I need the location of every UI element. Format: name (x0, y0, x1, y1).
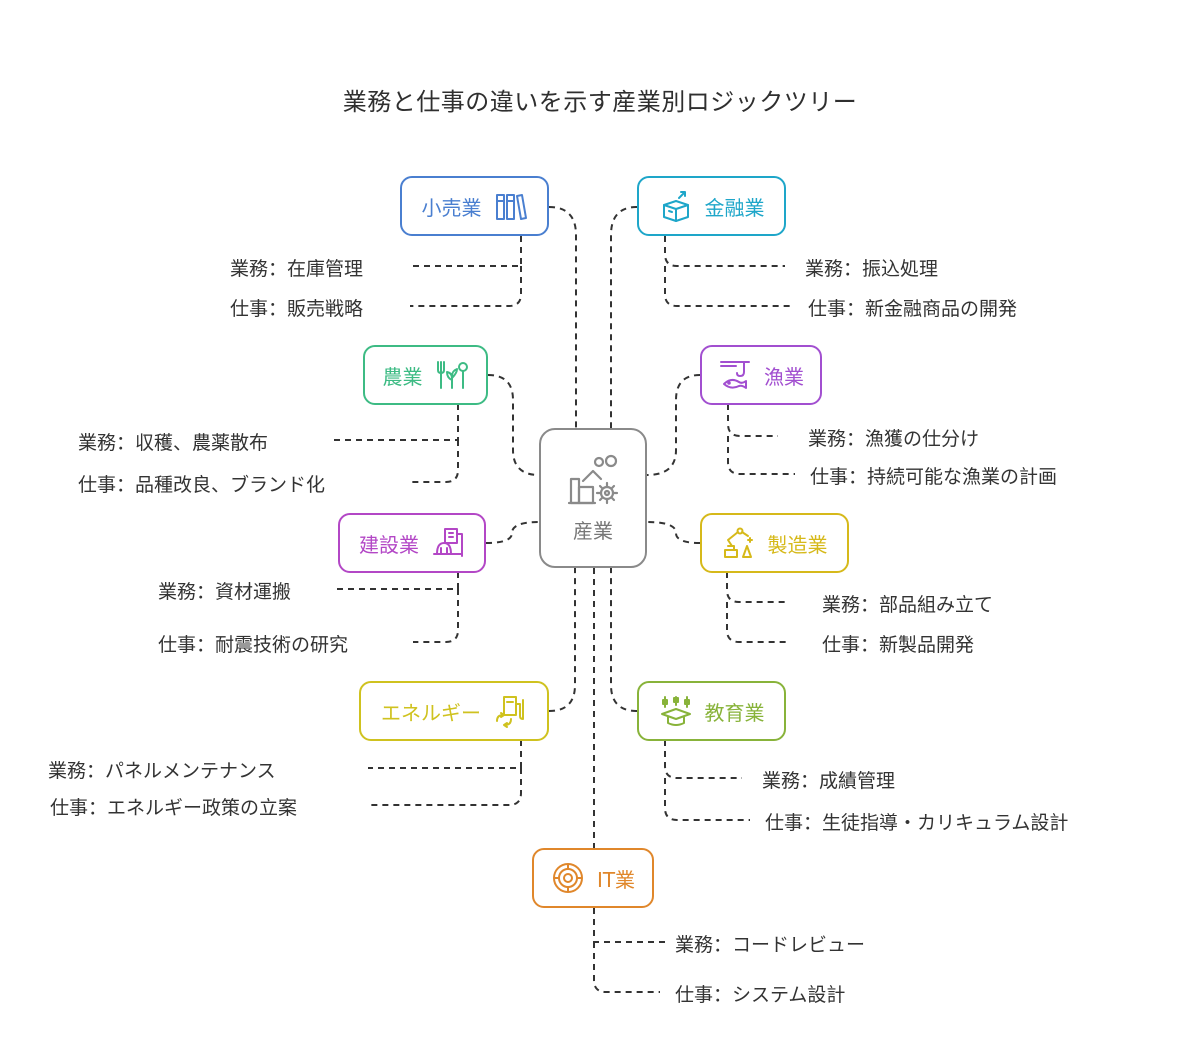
connector-energy-item-1 (368, 740, 522, 769)
finance-item-2: 仕事：新金融商品の開発 (808, 298, 1018, 320)
node-it[interactable]: IT業 (532, 848, 654, 908)
connector-agriculture-item-2 (408, 440, 459, 483)
manufacturing-item-1: 業務：部品組み立て (822, 594, 994, 616)
connector-manufacturing-item-2 (726, 602, 787, 643)
connector-energy-item-2 (370, 768, 522, 806)
connector-manufacturing (646, 521, 701, 544)
node-retail-label: 小売業 (421, 195, 482, 220)
agriculture-item-2: 仕事：品種改良、ブランド化 (78, 474, 326, 496)
connector-fishery-item-1 (727, 404, 778, 437)
node-education-label: 教育業 (704, 700, 765, 725)
connector-finance-item-1 (664, 236, 785, 267)
retail-item-1: 業務：在庫管理 (230, 258, 364, 280)
connector-finance (610, 206, 638, 428)
money-box-icon (659, 189, 693, 223)
connector-education (610, 568, 638, 712)
education-item-2: 仕事：生徒指導・カリキュラム設計 (765, 812, 1069, 834)
node-fishery-label: 漁業 (764, 364, 804, 389)
fish-hook-icon (718, 358, 752, 392)
node-retail[interactable]: 小売業 (400, 176, 549, 236)
node-agriculture-label: 農業 (382, 364, 423, 389)
connector-energy (548, 568, 576, 712)
connector-agriculture-item-1 (330, 404, 459, 441)
construction-item-1: 業務：資材運搬 (158, 581, 292, 603)
node-finance-label: 金融業 (704, 195, 765, 220)
node-construction[interactable]: 建設業 (338, 513, 486, 573)
fishery-item-1: 業務：漁獲の仕分け (808, 428, 980, 450)
node-education[interactable]: 教育業 (637, 681, 786, 741)
connector-construction-item-1 (333, 572, 459, 590)
target-icon (551, 861, 585, 895)
center-label: 産業 (573, 518, 613, 543)
graduation-icon (659, 694, 693, 728)
connector-fishery-item-2 (727, 436, 795, 475)
connector-agriculture (487, 374, 540, 476)
connector-education-item-2 (664, 778, 750, 821)
it-item-2: 仕事：システム設計 (675, 984, 846, 1006)
node-agriculture[interactable]: 農業 (363, 345, 488, 405)
diagram-title: 業務と仕事の違いを示す産業別ロジックツリー (342, 88, 858, 116)
connector-construction (485, 521, 540, 544)
construction-item-2: 仕事：耐震技術の研究 (158, 634, 349, 656)
connector-retail-item-1 (410, 236, 522, 267)
node-energy-label: エネルギー (381, 700, 481, 725)
connector-manufacturing-item-1 (726, 572, 787, 603)
robot-arm-icon (722, 526, 756, 560)
connector-it-item-2 (593, 942, 660, 993)
fishery-item-2: 仕事：持続可能な漁業の計画 (810, 466, 1058, 488)
plant-tools-icon (435, 358, 469, 392)
building-icon (431, 526, 465, 560)
it-item-1: 業務：コードレビュー (675, 934, 866, 956)
finance-item-1: 業務：振込処理 (805, 258, 939, 280)
agriculture-item-1: 業務：収穫、農薬散布 (78, 432, 269, 454)
connector-it-item-1 (593, 908, 665, 943)
connector-education-item-1 (664, 740, 742, 779)
node-fishery[interactable]: 漁業 (700, 345, 822, 405)
node-manufacturing-label: 製造業 (767, 532, 828, 557)
connector-retail (548, 206, 577, 428)
node-construction-label: 建設業 (359, 532, 419, 557)
fuel-icon (493, 694, 527, 728)
education-item-1: 業務：成績管理 (762, 770, 896, 792)
retail-item-2: 仕事：販売戦略 (230, 298, 364, 320)
factory-icon (565, 453, 621, 509)
node-finance[interactable]: 金融業 (637, 176, 786, 236)
node-manufacturing[interactable]: 製造業 (700, 513, 849, 573)
manufacturing-item-2: 仕事：新製品開発 (822, 634, 975, 656)
shelves-icon (494, 189, 528, 223)
connector-fishery (646, 374, 701, 476)
connector-retail-item-2 (410, 266, 522, 307)
energy-item-1: 業務：パネルメンテナンス (48, 760, 276, 782)
energy-item-2: 仕事：エネルギー政策の立案 (50, 797, 298, 819)
node-energy[interactable]: エネルギー (359, 681, 549, 741)
node-it-label: IT業 (596, 867, 636, 892)
connector-construction-item-2 (413, 589, 459, 643)
center-node-industry[interactable]: 産業 (539, 428, 647, 568)
connector-finance-item-2 (664, 266, 790, 307)
